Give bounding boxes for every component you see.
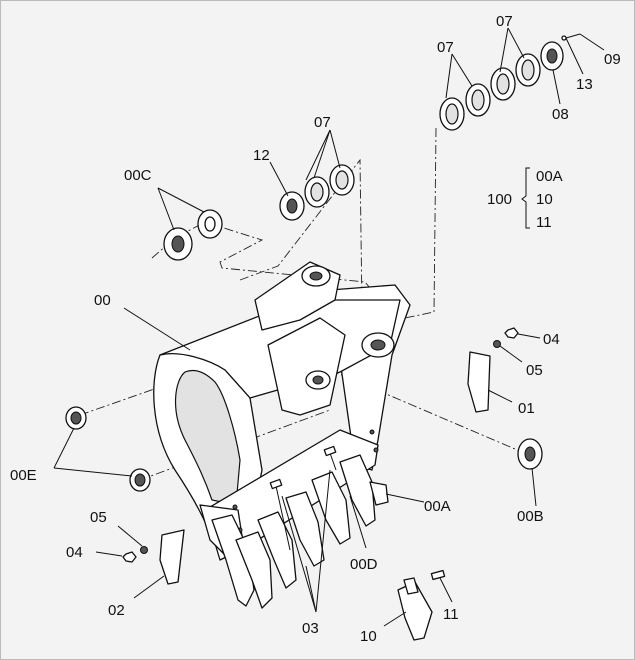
nut-04-left xyxy=(122,551,137,563)
pin-11 xyxy=(430,569,446,581)
label-04-right: 04 xyxy=(543,331,560,348)
label-00: 00 xyxy=(94,292,111,309)
label-00D: 00D xyxy=(350,556,378,573)
label-03: 03 xyxy=(302,620,319,637)
side-shroud-02 xyxy=(159,529,185,585)
bucket-teeth xyxy=(211,445,389,609)
label-00C: 00C xyxy=(124,167,152,184)
kit-group: 100 00A 10 11 xyxy=(487,168,563,231)
washer-05-right xyxy=(493,340,501,348)
nut-04-right xyxy=(504,327,519,339)
part-labels: 07 07 07 09 13 08 00C 12 00 04 05 01 00E… xyxy=(10,13,621,645)
label-10: 10 xyxy=(360,628,377,645)
washer-05-left xyxy=(140,546,148,554)
label-00B: 00B xyxy=(517,508,544,525)
label-11: 11 xyxy=(443,606,459,623)
leader-lines xyxy=(53,27,605,627)
kit-item-2: 10 xyxy=(536,191,553,208)
label-04-left: 04 xyxy=(66,544,83,561)
label-09: 09 xyxy=(604,51,621,68)
upper-shim-set xyxy=(163,164,355,261)
label-08: 08 xyxy=(552,106,569,123)
bucket-body xyxy=(153,261,411,561)
label-12: 12 xyxy=(253,147,270,164)
label-01: 01 xyxy=(518,400,535,417)
label-07a: 07 xyxy=(496,13,513,30)
label-13: 13 xyxy=(576,76,593,93)
label-07c: 07 xyxy=(314,114,331,131)
label-00A: 00A xyxy=(424,498,451,515)
label-00E: 00E xyxy=(10,467,37,484)
label-07b: 07 xyxy=(437,39,454,56)
kit-number: 100 xyxy=(487,191,512,208)
side-cutter-00A xyxy=(369,481,389,506)
label-05-left: 05 xyxy=(90,509,107,526)
kit-bracket xyxy=(521,167,530,229)
label-05-right: 05 xyxy=(526,362,543,379)
side-shroud-01 xyxy=(467,351,491,413)
label-02: 02 xyxy=(108,602,125,619)
kit-item-1: 00A xyxy=(536,168,563,185)
kit-item-3: 11 xyxy=(536,214,552,231)
